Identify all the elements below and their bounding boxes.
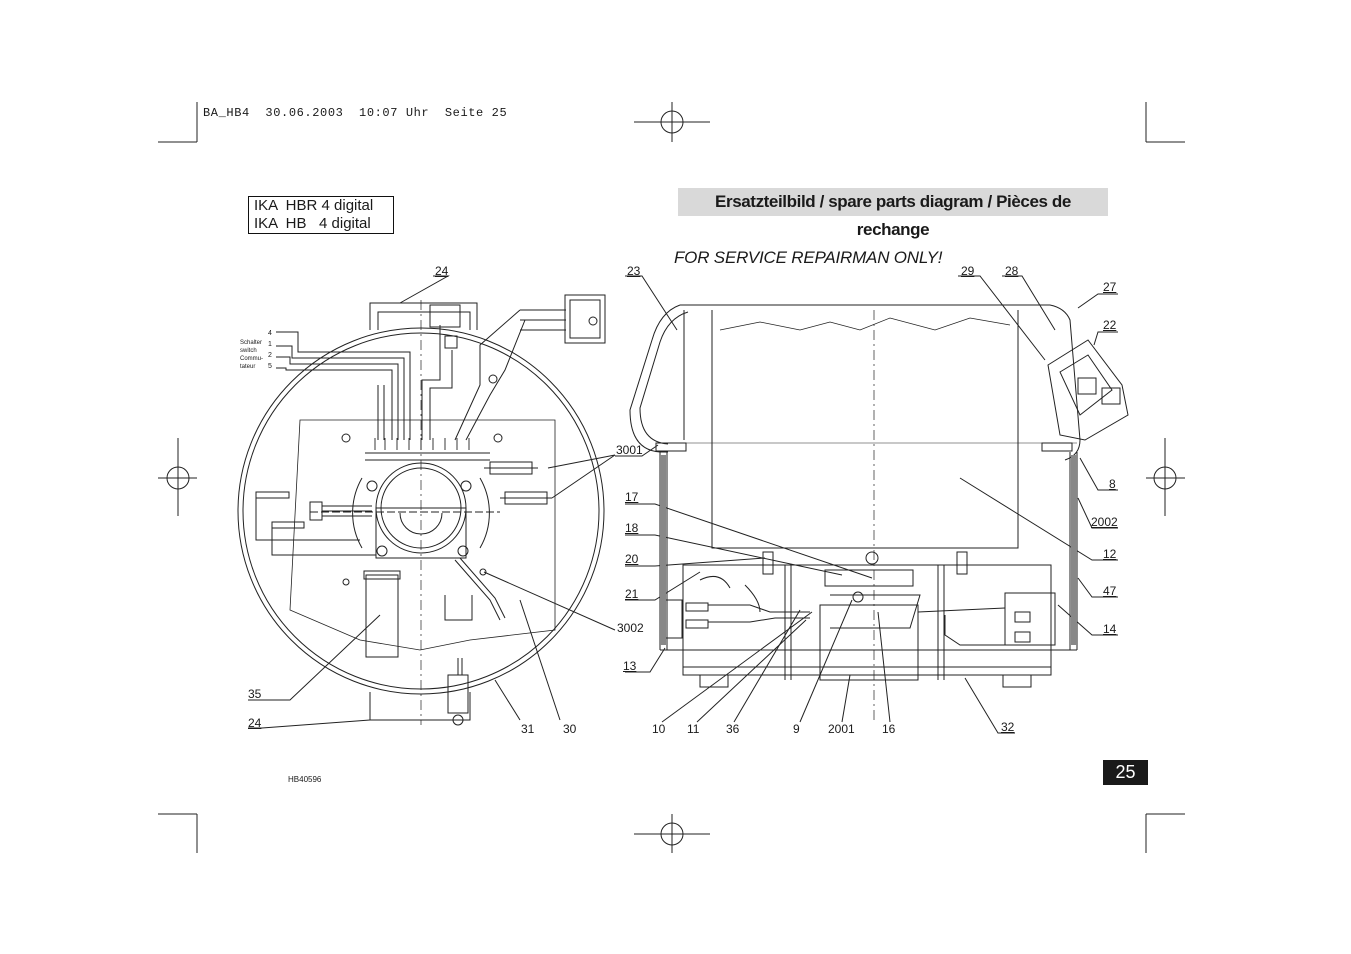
page-number: 25: [1103, 760, 1148, 785]
part-label: 17: [625, 490, 639, 504]
drawing-reference: HB40596: [288, 775, 322, 784]
page-title: Ersatzteilbild / spare parts diagram / P…: [678, 188, 1108, 239]
part-label: 29: [961, 264, 975, 278]
service-note: FOR SERVICE REPAIRMAN ONLY!: [674, 248, 943, 267]
switch-label-en: switch: [240, 348, 257, 354]
part-label: 22: [1103, 318, 1117, 332]
part-label: 24: [435, 264, 449, 278]
part-label: 23: [627, 264, 641, 278]
part-label: 31: [521, 722, 535, 736]
part-label: 18: [625, 521, 639, 535]
part-label: 16: [882, 722, 896, 736]
part-label: 20: [625, 552, 639, 566]
switch-label: Schalter switch Commu- tateur: [240, 339, 263, 371]
model-line-2: IKA HB 4 digital: [254, 215, 371, 232]
part-label: 47: [1103, 584, 1117, 598]
switch-pin: 5: [268, 363, 272, 370]
part-label: 2001: [828, 722, 855, 736]
print-header: BA_HB4 30.06.2003 10:07 Uhr Seite 25: [203, 106, 508, 120]
part-label: 10: [652, 722, 666, 736]
part-label: 35: [248, 687, 262, 701]
switch-label-fr2: tateur: [240, 364, 256, 370]
switch-pin: 2: [268, 352, 272, 359]
part-label: 14: [1103, 622, 1117, 636]
part-label: 27: [1103, 280, 1117, 294]
switch-pins: 4 1 2 5: [268, 328, 272, 372]
switch-pin: 4: [268, 330, 272, 337]
part-label: 21: [625, 587, 639, 601]
part-label: 3002: [617, 621, 644, 635]
part-label: 2002: [1091, 515, 1118, 529]
part-label: 32: [1001, 720, 1015, 734]
part-label: 24: [248, 716, 262, 730]
model-box: IKA HBR 4 digital IKA HB 4 digital: [248, 196, 394, 234]
part-label: 8: [1109, 477, 1116, 491]
part-label: 12: [1103, 547, 1117, 561]
switch-label-fr1: Commu-: [240, 356, 264, 362]
part-label: 28: [1005, 264, 1019, 278]
part-label: 11: [687, 722, 700, 736]
switch-label-de: Schalter: [240, 340, 263, 346]
model-line-1: IKA HBR 4 digital: [254, 197, 374, 214]
part-label: 36: [726, 722, 740, 736]
part-label: 30: [563, 722, 577, 736]
part-label: 13: [623, 659, 637, 673]
part-label: 9: [793, 722, 800, 736]
part-label: 3001: [616, 443, 643, 457]
switch-pin: 1: [268, 341, 272, 348]
